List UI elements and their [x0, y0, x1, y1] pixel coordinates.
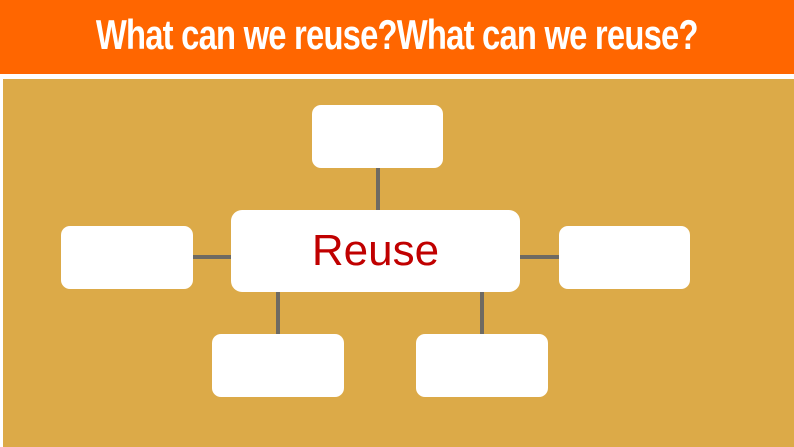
connector-top	[376, 168, 380, 211]
branch-box-bottom-right[interactable]	[416, 334, 548, 397]
connector-bottom-right	[480, 291, 484, 335]
center-box[interactable]: Reuse	[231, 210, 520, 292]
connector-bottom-left	[276, 291, 280, 335]
branch-box-top[interactable]	[312, 105, 443, 168]
center-label: Reuse	[311, 226, 440, 275]
branch-label-left	[61, 226, 193, 289]
branch-label-bottom-right	[416, 334, 548, 397]
branch-box-right[interactable]	[559, 226, 690, 289]
connector-right	[519, 255, 560, 259]
connector-left	[193, 255, 232, 259]
title-bar: What can we reuse?What can we reuse?	[0, 0, 794, 74]
branch-label-top	[312, 105, 443, 168]
slide-title: What can we reuse?What can we reuse?	[96, 11, 699, 58]
branch-label-bottom-left	[212, 334, 344, 397]
branch-box-bottom-left[interactable]	[212, 334, 344, 397]
branch-box-left[interactable]	[61, 226, 193, 289]
branch-label-right	[559, 226, 690, 289]
